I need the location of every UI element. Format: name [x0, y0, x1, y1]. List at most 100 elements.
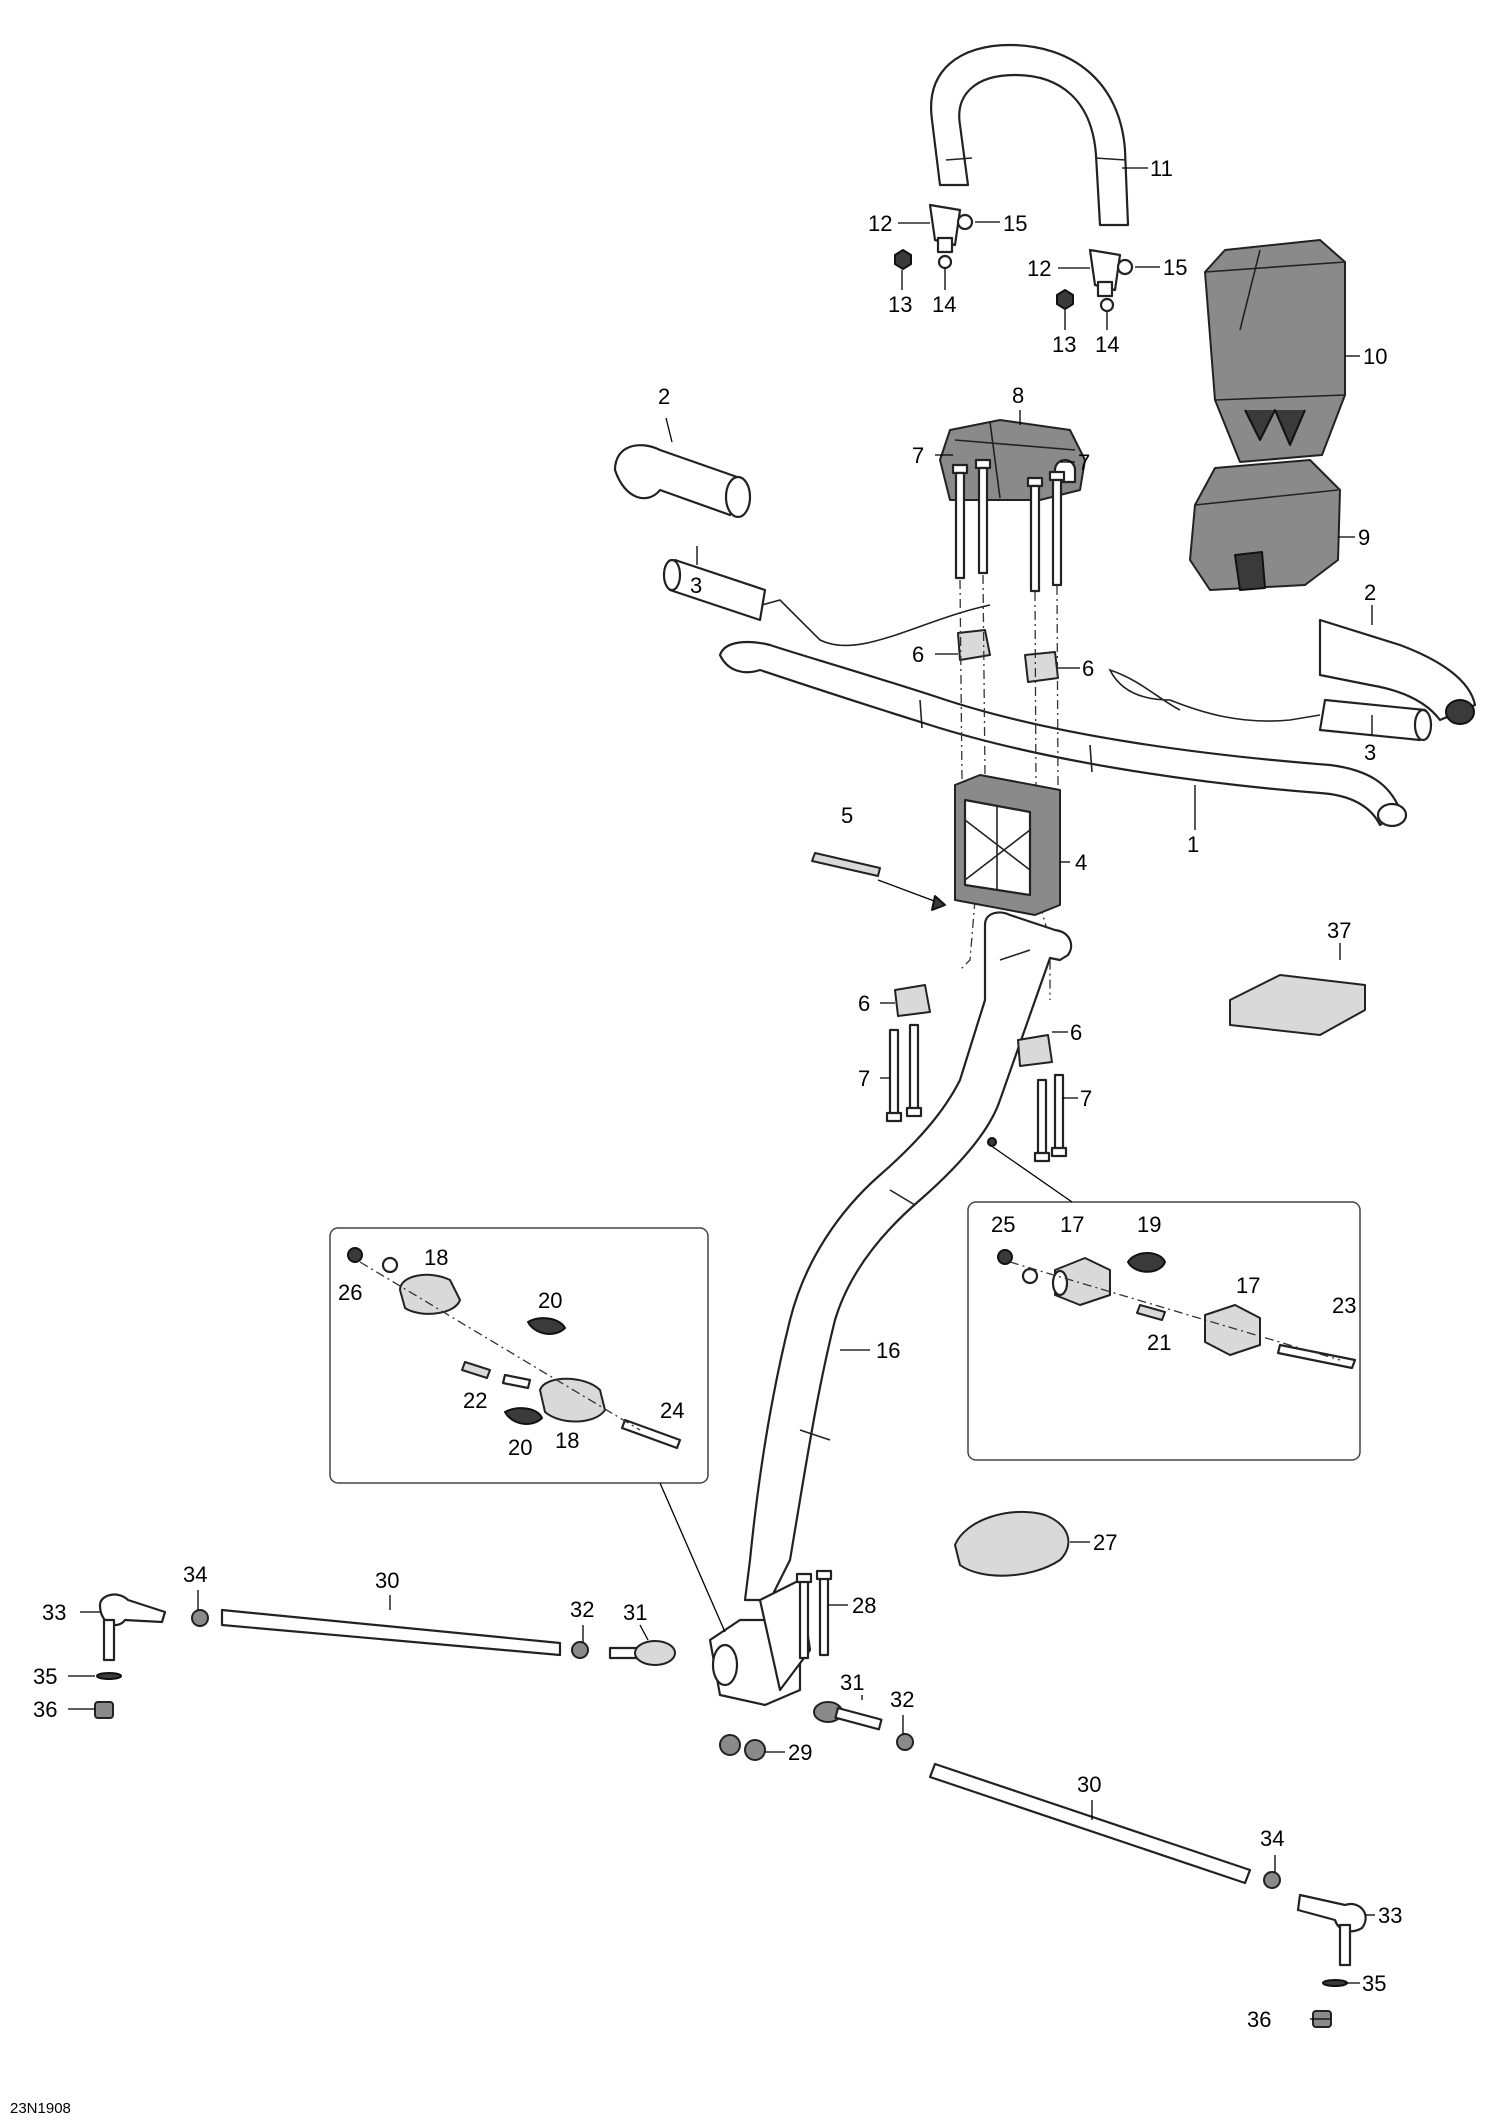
callout-34: 34 [183, 1562, 207, 1587]
detail-box-left-leader [659, 1482, 726, 1633]
part-5-pin [811, 852, 946, 911]
part-31-ball-joint-right [813, 1701, 883, 1731]
callout-32: 32 [570, 1597, 594, 1622]
callout-24: 24 [660, 1398, 684, 1423]
callout-7: 7 [912, 443, 924, 468]
callout-8: 8 [1012, 383, 1024, 408]
callout-13: 13 [888, 292, 912, 317]
detail-box-right [967, 1201, 1361, 1461]
callout-20: 20 [538, 1288, 562, 1313]
callout-31: 31 [623, 1600, 647, 1625]
part-14-nut-left [937, 254, 953, 270]
callout-5: 5 [841, 803, 853, 828]
callout-leader-lines [68, 167, 1375, 2020]
callout-7: 7 [858, 1066, 870, 1091]
callout-14: 14 [1095, 332, 1119, 357]
callout-35: 35 [33, 1664, 57, 1689]
callout-13: 13 [1052, 332, 1076, 357]
part-34-nut-right [1263, 1871, 1281, 1889]
detail-left-parts [347, 1247, 682, 1450]
part-13-bolt-left [894, 249, 912, 270]
part-9-lower-cover [1189, 459, 1341, 591]
callout-33: 33 [1378, 1903, 1402, 1928]
part-16-lower-bracket [708, 1578, 812, 1707]
part-30-tie-rod-right [928, 1762, 1252, 1885]
callout-9: 9 [1358, 525, 1370, 550]
callout-23: 23 [1332, 1293, 1356, 1318]
part-1-handlebar [718, 640, 1408, 828]
part-7-bolts-lower [885, 1023, 1068, 1163]
callout-36: 36 [1247, 2007, 1271, 2032]
detail-right-parts [997, 1249, 1357, 1370]
part-14-nut-right [1099, 297, 1115, 313]
callout-34: 34 [1260, 1826, 1284, 1851]
callout-6: 6 [858, 991, 870, 1016]
callout-12: 12 [1027, 256, 1051, 281]
callout-28: 28 [852, 1593, 876, 1618]
part-11-riser-loop [930, 43, 1130, 227]
callout-27: 27 [1093, 1530, 1117, 1555]
callout-25: 25 [991, 1212, 1015, 1237]
callout-10: 10 [1363, 344, 1387, 369]
part-37-plate [1229, 974, 1366, 1036]
part-27-cap [954, 1510, 1070, 1577]
callout-15: 15 [1163, 255, 1187, 280]
figure-reference-code: 23N1908 [10, 2100, 71, 2117]
part-6-clamp-upper-right [1024, 651, 1059, 683]
callout-2: 2 [658, 384, 670, 409]
part-32-nut-right [896, 1733, 914, 1751]
callout-22: 22 [463, 1388, 487, 1413]
part-34-nut-left [191, 1609, 209, 1627]
callout-32: 32 [890, 1687, 914, 1712]
callout-30: 30 [1077, 1772, 1101, 1797]
part-33-rod-end-left [98, 1593, 167, 1662]
callout-6: 6 [1070, 1020, 1082, 1045]
detail-box-right-leader [989, 1144, 1073, 1203]
callout-labels: 11 12 15 12 15 13 14 13 14 10 8 2 9 3 2 … [33, 156, 1402, 2032]
part-16-steering-column [743, 911, 1073, 1602]
callout-37: 37 [1327, 918, 1351, 943]
part-8-handlebar-pad [939, 419, 1086, 501]
callout-6: 6 [912, 642, 924, 667]
part-35-washer-right [1322, 1979, 1348, 1987]
part-12-clamp-right [1088, 248, 1122, 298]
callout-29: 29 [788, 1740, 812, 1765]
callout-6: 6 [1082, 656, 1094, 681]
callout-18: 18 [555, 1428, 579, 1453]
callout-3: 3 [690, 573, 702, 598]
part-32-nut-left [571, 1641, 589, 1659]
part-35-washer-left [96, 1672, 122, 1680]
callout-4: 4 [1075, 850, 1087, 875]
callout-26: 26 [338, 1280, 362, 1305]
callout-1: 1 [1187, 832, 1199, 857]
assembly-guide-lines [959, 574, 1059, 1000]
part-3-heater-left [662, 558, 991, 647]
callout-7: 7 [1080, 1086, 1092, 1111]
callout-16: 16 [876, 1338, 900, 1363]
part-15-washer-left [956, 213, 974, 231]
callout-14: 14 [932, 292, 956, 317]
part-10-column-cover [1204, 239, 1346, 463]
callout-31: 31 [840, 1670, 864, 1695]
part-13-bolt-right [1056, 289, 1074, 310]
part-2-grip-left [613, 444, 752, 519]
part-6-clamp-upper-left [957, 629, 991, 661]
callout-2: 2 [1364, 580, 1376, 605]
callout-20: 20 [508, 1435, 532, 1460]
part-6-clamp-lower-right [1017, 1034, 1053, 1067]
callout-21: 21 [1147, 1330, 1171, 1355]
part-29-nut-left [719, 1734, 741, 1756]
part-15-washer-right [1116, 258, 1134, 276]
callout-30: 30 [375, 1568, 399, 1593]
part-2-grip-right [1318, 618, 1477, 725]
part-30-tie-rod-left [220, 1608, 562, 1657]
callout-17: 17 [1060, 1212, 1084, 1237]
callout-36: 36 [33, 1697, 57, 1722]
callout-7: 7 [1078, 450, 1090, 475]
callout-17: 17 [1236, 1273, 1260, 1298]
callout-18: 18 [424, 1245, 448, 1270]
callout-15: 15 [1003, 211, 1027, 236]
callout-19: 19 [1137, 1212, 1161, 1237]
part-7-bolts-upper [951, 458, 1066, 593]
